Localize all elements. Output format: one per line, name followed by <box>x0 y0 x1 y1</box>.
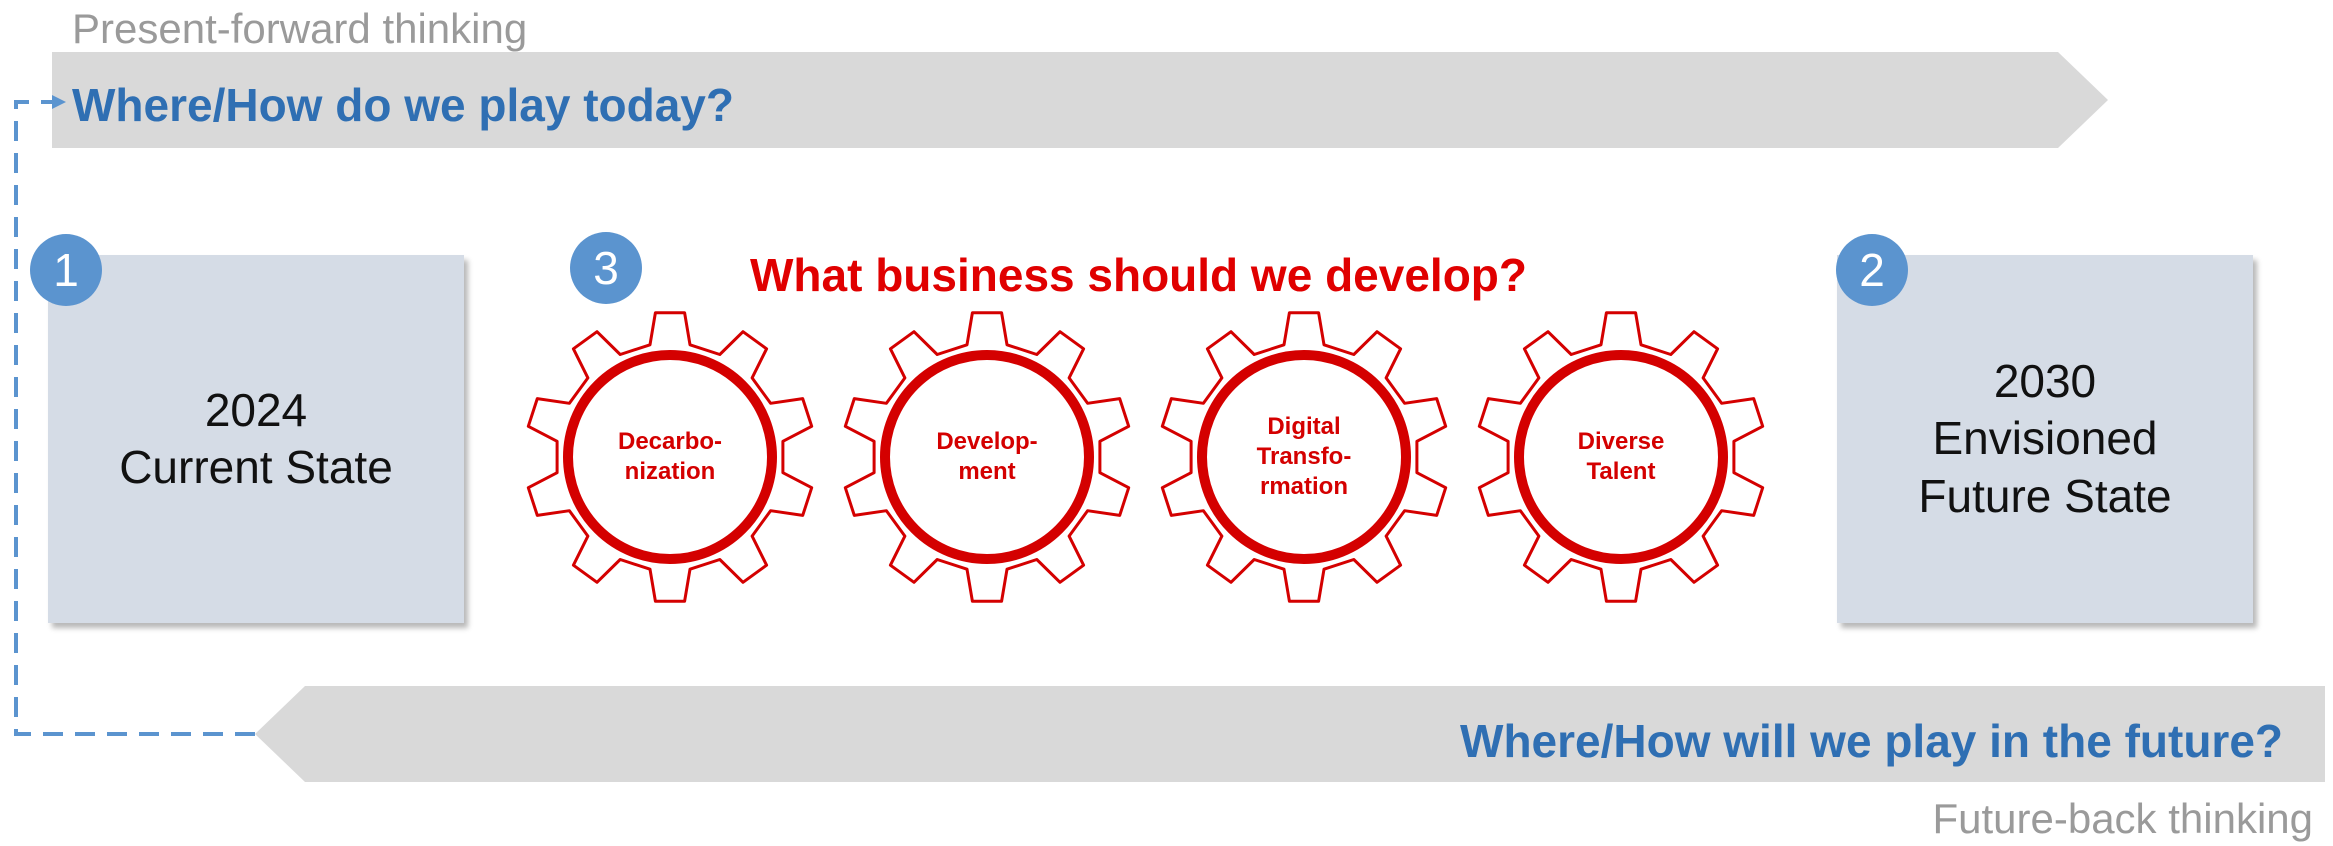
gear-label-diverse-talent: Diverse Talent <box>1577 428 1665 485</box>
future-state-badge: 2 <box>1836 234 1908 306</box>
current-state-label: Current State <box>119 441 393 493</box>
future-state-label-2: Future State <box>1918 469 2172 522</box>
gear-diverse-talent-ring <box>1514 350 1728 564</box>
gear-development-ring <box>880 350 1094 564</box>
gear-digital-transformation-ring <box>1197 350 1411 564</box>
future-state-text: 2030 Envisioned Future State <box>1918 353 2171 526</box>
gear-label-decarbonization: Decarbo- nization <box>617 428 723 485</box>
future-state-label-1: Envisioned <box>1932 412 2158 465</box>
current-state-year: 2024 <box>204 383 308 436</box>
future-state-year: 2030 <box>1993 354 2097 407</box>
gear-decarbonization-ring <box>563 350 777 564</box>
top-question: Where/How do we play today? <box>72 79 734 131</box>
center-question: What business should we develop? <box>750 249 1527 301</box>
current-state-badge: 1 <box>30 234 102 306</box>
gear-label-development: Develop- ment <box>936 428 1038 485</box>
business-badge: 3 <box>570 232 642 304</box>
connector-arrowhead <box>52 95 66 109</box>
current-state-text: 2024 Current State <box>119 382 393 497</box>
future-state-box: 2030 Envisioned Future State <box>1837 255 2253 623</box>
present-forward-label: Present-forward thinking <box>72 5 528 52</box>
top-arrow <box>52 52 2108 148</box>
future-back-label: Future-back thinking <box>1932 795 2313 842</box>
bottom-question: Where/How will we play in the future? <box>1460 715 2283 767</box>
bottom-arrow <box>255 686 2325 782</box>
gear-group <box>526 311 1765 603</box>
current-state-box: 2024 Current State <box>48 255 464 623</box>
gear-label-digital-transformation: Digital Transfo- rmation <box>1256 413 1352 500</box>
dashed-connector <box>14 100 255 736</box>
